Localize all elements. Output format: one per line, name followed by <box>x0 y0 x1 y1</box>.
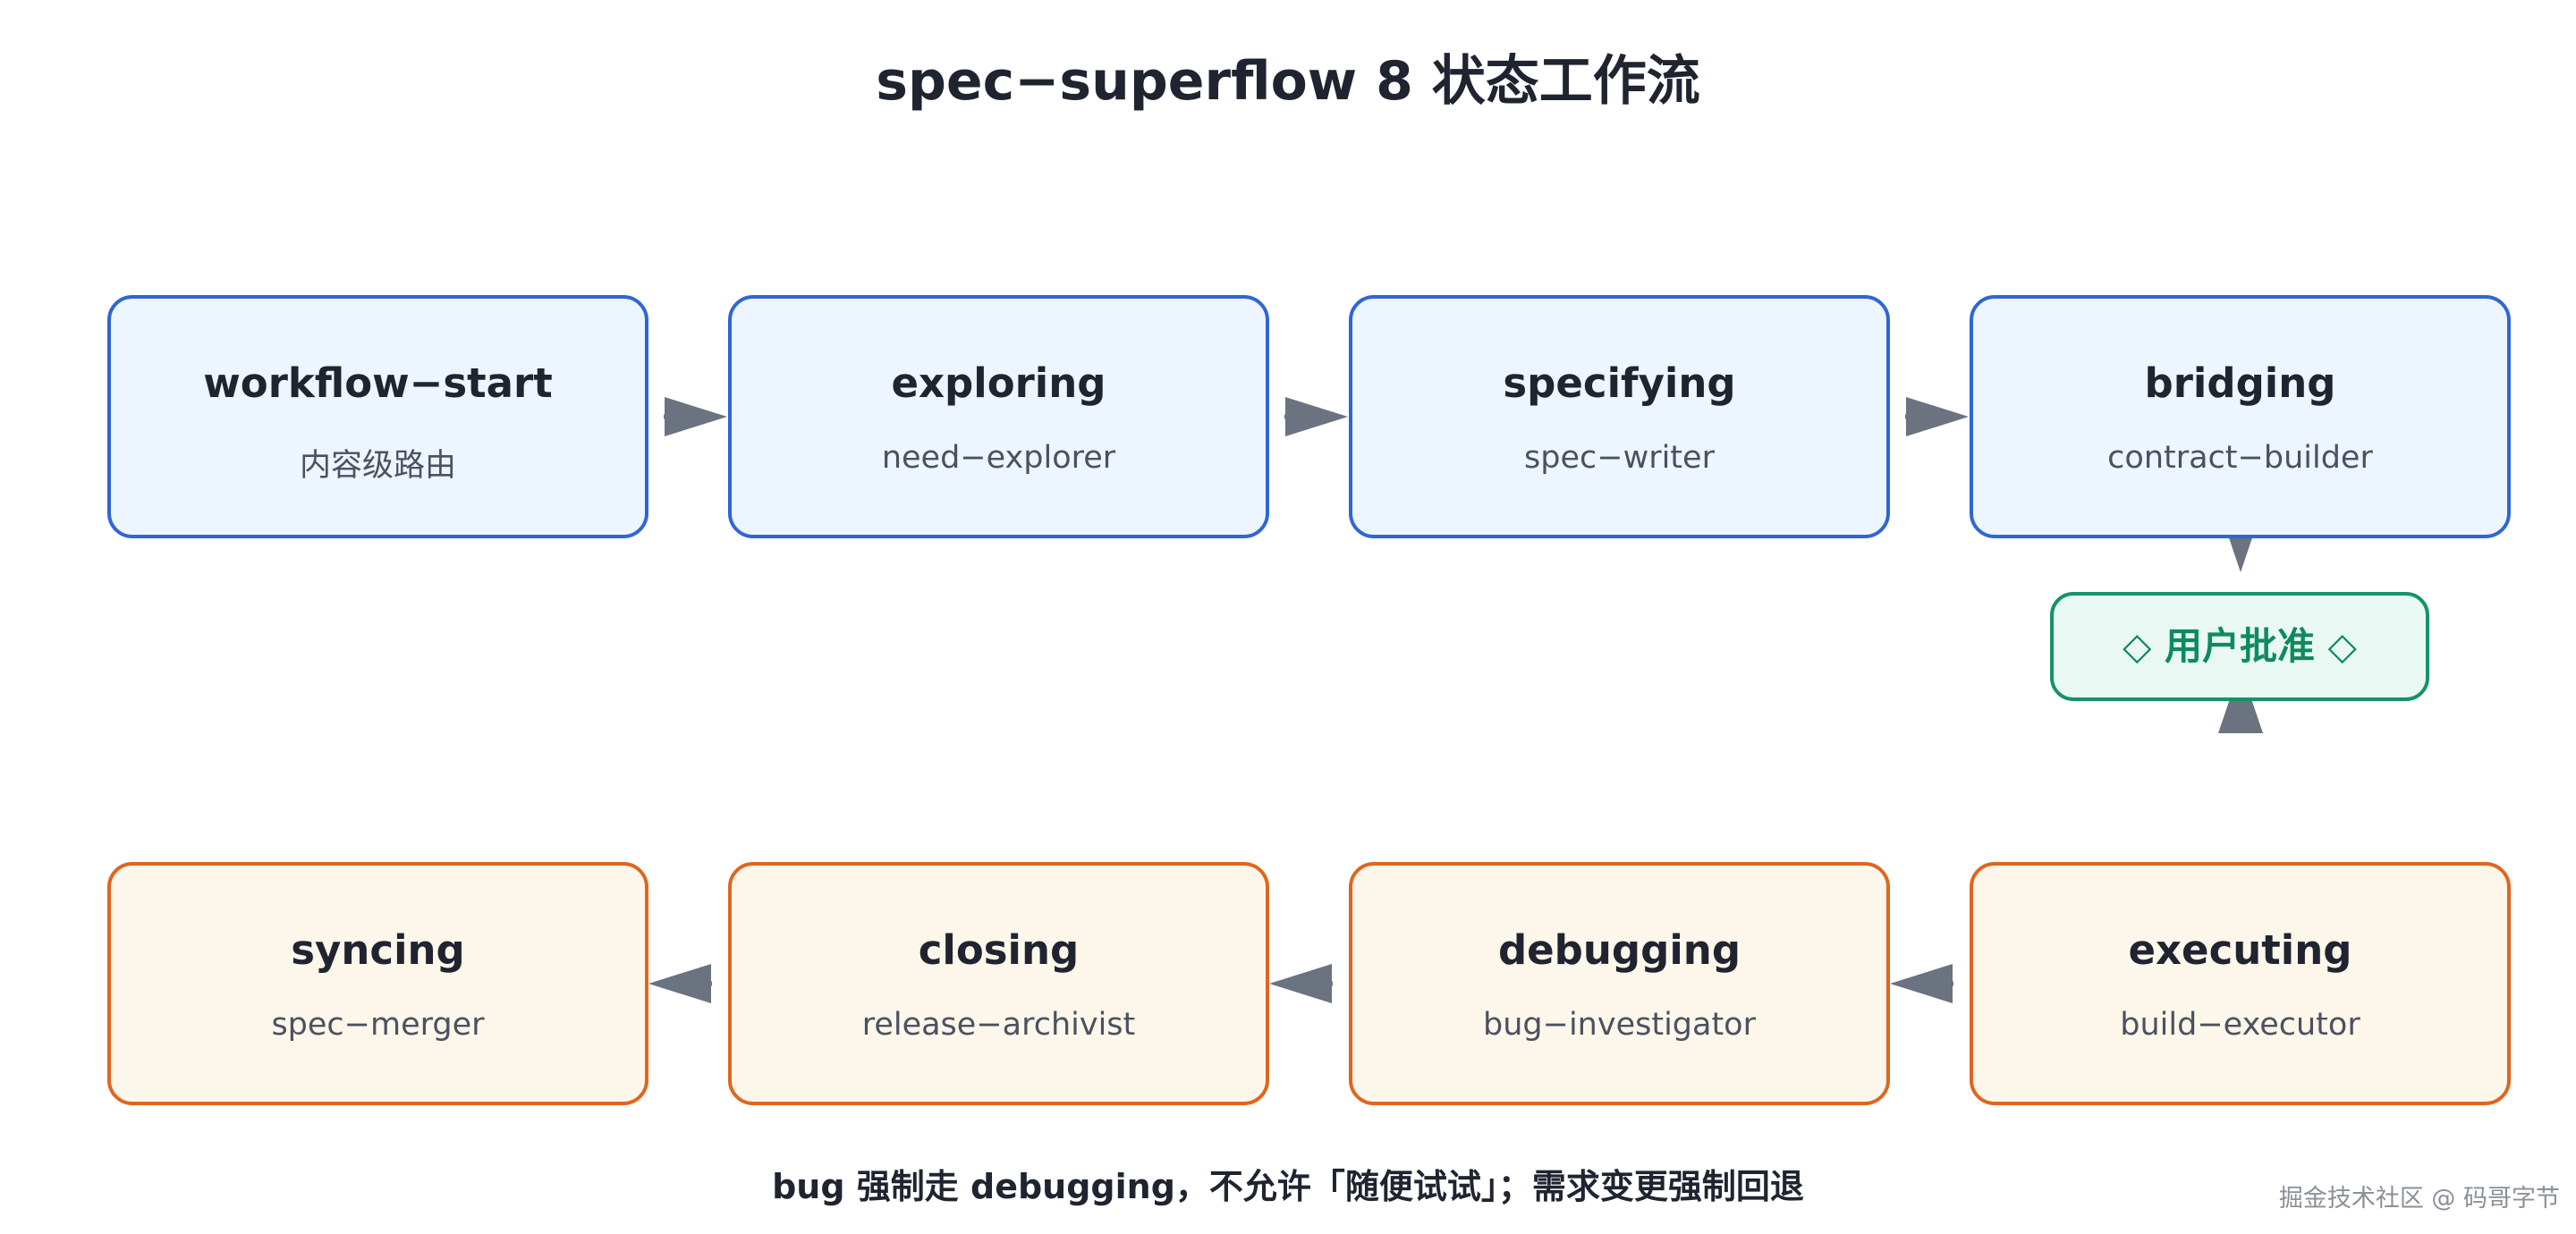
node-exploring: exploring need−explorer <box>728 295 1269 538</box>
node-executing: executing build−executor <box>1970 862 2511 1105</box>
node-syncing: syncing spec−merger <box>107 862 648 1105</box>
node-debugging: debugging bug−investigator <box>1349 862 1890 1105</box>
node-specifying: specifying spec−writer <box>1349 295 1890 538</box>
footnote: bug 强制走 debugging，不允许「随便试试」；需求变更强制回退 <box>772 1167 1804 1206</box>
arrow-specifying-to-bridging <box>1905 397 1969 436</box>
node-subtitle: build−executor <box>2120 1007 2360 1043</box>
node-title: closing <box>918 926 1080 974</box>
node-bridging: bridging contract−builder <box>1970 295 2511 538</box>
node-title: syncing <box>291 926 465 974</box>
node-title: workflow−start <box>203 359 553 407</box>
node-subtitle: need−explorer <box>881 440 1116 476</box>
node-subtitle: spec−writer <box>1524 440 1715 476</box>
node-subtitle: bug−investigator <box>1483 1007 1756 1043</box>
node-workflow-start: workflow−start 内容级路由 <box>107 295 648 538</box>
node-subtitle: 内容级路由 <box>299 448 456 484</box>
arrow-exploring-to-specifying <box>1284 397 1348 436</box>
user-approval-gate: ◇ 用户批准 ◇ <box>2050 592 2429 701</box>
node-title: executing <box>2128 926 2352 974</box>
node-subtitle: spec−merger <box>271 1007 485 1043</box>
arrow-closing-to-syncing <box>648 964 712 1003</box>
watermark: 掘金技术社区 @ 码哥字节 <box>2278 1185 2560 1213</box>
arrow-debugging-to-closing <box>1269 964 1333 1003</box>
node-subtitle: release−archivist <box>861 1007 1136 1043</box>
node-title: debugging <box>1497 926 1741 974</box>
node-title: bridging <box>2144 359 2336 407</box>
node-closing: closing release−archivist <box>728 862 1269 1105</box>
node-subtitle: contract−builder <box>2107 440 2373 476</box>
arrow-executing-to-debugging <box>1890 964 1953 1003</box>
diagram-title: spec−superflow 8 状态工作流 <box>876 50 1700 113</box>
node-title: exploring <box>891 359 1106 407</box>
arrow-start-to-exploring <box>664 397 727 436</box>
node-title: specifying <box>1503 359 1736 407</box>
